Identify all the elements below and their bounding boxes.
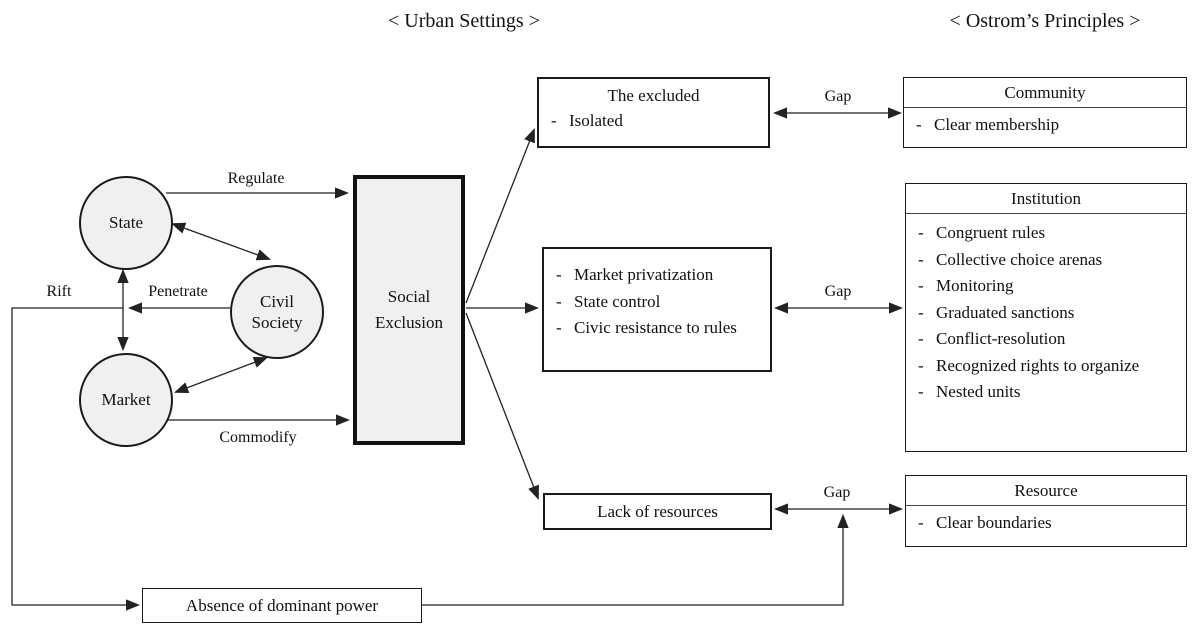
- exclusion-factors-box: - Market privatization - State control -…: [542, 247, 772, 372]
- bullet-dash: -: [551, 111, 557, 130]
- lack-of-resources-box: Lack of resources: [543, 493, 772, 530]
- bullet-dash: -: [918, 223, 924, 242]
- lack-of-resources-title: Lack of resources: [597, 501, 718, 521]
- institution-item: - Conflict-resolution: [918, 326, 1180, 353]
- factors-item: - Market privatization: [556, 262, 764, 289]
- community-title: Community: [904, 78, 1186, 108]
- civil-society-label-line1: Civil: [259, 291, 294, 311]
- civilsociety-market-arrow: [173, 356, 269, 394]
- resource-box: Resource - Clear boundaries: [905, 475, 1187, 547]
- resource-item: - Clear boundaries: [918, 510, 1180, 537]
- market-node: Market: [79, 353, 173, 447]
- institution-item: - Congruent rules: [918, 220, 1180, 247]
- civil-society-label-line2: Society: [251, 313, 303, 332]
- bullet-dash: -: [918, 329, 924, 348]
- exclusion-to-excluded-arrow: [465, 128, 535, 304]
- social-exclusion-label-line1: Social: [387, 286, 431, 306]
- regulate-label: Regulate: [227, 170, 285, 187]
- bullet-dash: -: [556, 291, 562, 311]
- ostroms-principles-title: < Ostrom’s Principles >: [949, 10, 1141, 32]
- bullet-dash: -: [556, 318, 562, 337]
- institution-item: - Collective choice arenas: [918, 247, 1180, 274]
- institution-item: - Monitoring: [918, 273, 1180, 300]
- gap-bottom-label: Gap: [823, 484, 851, 501]
- the-excluded-box: The excluded - Isolated: [537, 77, 770, 148]
- penetrate-label: Penetrate: [148, 283, 208, 300]
- civil-society-node: Civil Society: [230, 265, 324, 359]
- institution-item: - Nested units: [918, 379, 1180, 406]
- bullet-dash: -: [918, 513, 924, 532]
- absence-title: Absence of dominant power: [185, 595, 379, 615]
- commodify-label: Commodify: [219, 429, 297, 446]
- social-exclusion-node: Social Exclusion: [353, 175, 465, 445]
- factors-item: - State control: [556, 289, 764, 316]
- institution-title: Institution: [906, 184, 1186, 214]
- community-item: - Clear membership: [916, 112, 1180, 139]
- absence-of-dominant-power-box: Absence of dominant power: [142, 588, 422, 623]
- bullet-dash: -: [918, 276, 924, 295]
- exclusion-to-lack-arrow: [465, 312, 539, 500]
- factors-item: - Civic resistance to rules: [556, 315, 764, 342]
- the-excluded-title: The excluded: [607, 86, 700, 105]
- institution-box: Institution - Congruent rules - Collecti…: [905, 183, 1187, 452]
- absence-to-gap-arrow: [422, 513, 849, 606]
- state-civilsociety-arrow: [170, 222, 272, 261]
- bullet-dash: -: [556, 265, 562, 284]
- bullet-dash: -: [918, 302, 924, 322]
- the-excluded-item: - Isolated: [551, 108, 762, 135]
- bullet-dash: -: [918, 249, 924, 269]
- gap-top-label: Gap: [824, 88, 852, 105]
- community-box: Community - Clear membership: [903, 77, 1187, 148]
- urban-settings-title: < Urban Settings >: [388, 10, 540, 32]
- bullet-dash: -: [918, 382, 924, 401]
- bullet-dash: -: [918, 355, 924, 375]
- institution-item: - Graduated sanctions: [918, 300, 1180, 327]
- state-label: State: [109, 213, 143, 233]
- social-exclusion-label-line2: Exclusion: [375, 313, 443, 332]
- state-node: State: [79, 176, 173, 270]
- gap-middle-label: Gap: [824, 283, 852, 300]
- bullet-dash: -: [916, 115, 922, 134]
- market-label: Market: [101, 390, 151, 410]
- rift-to-absence-arrow: [11, 307, 141, 611]
- institution-item: - Recognized rights to organize: [918, 353, 1180, 380]
- rift-label: Rift: [46, 283, 72, 300]
- resource-title: Resource: [906, 476, 1186, 506]
